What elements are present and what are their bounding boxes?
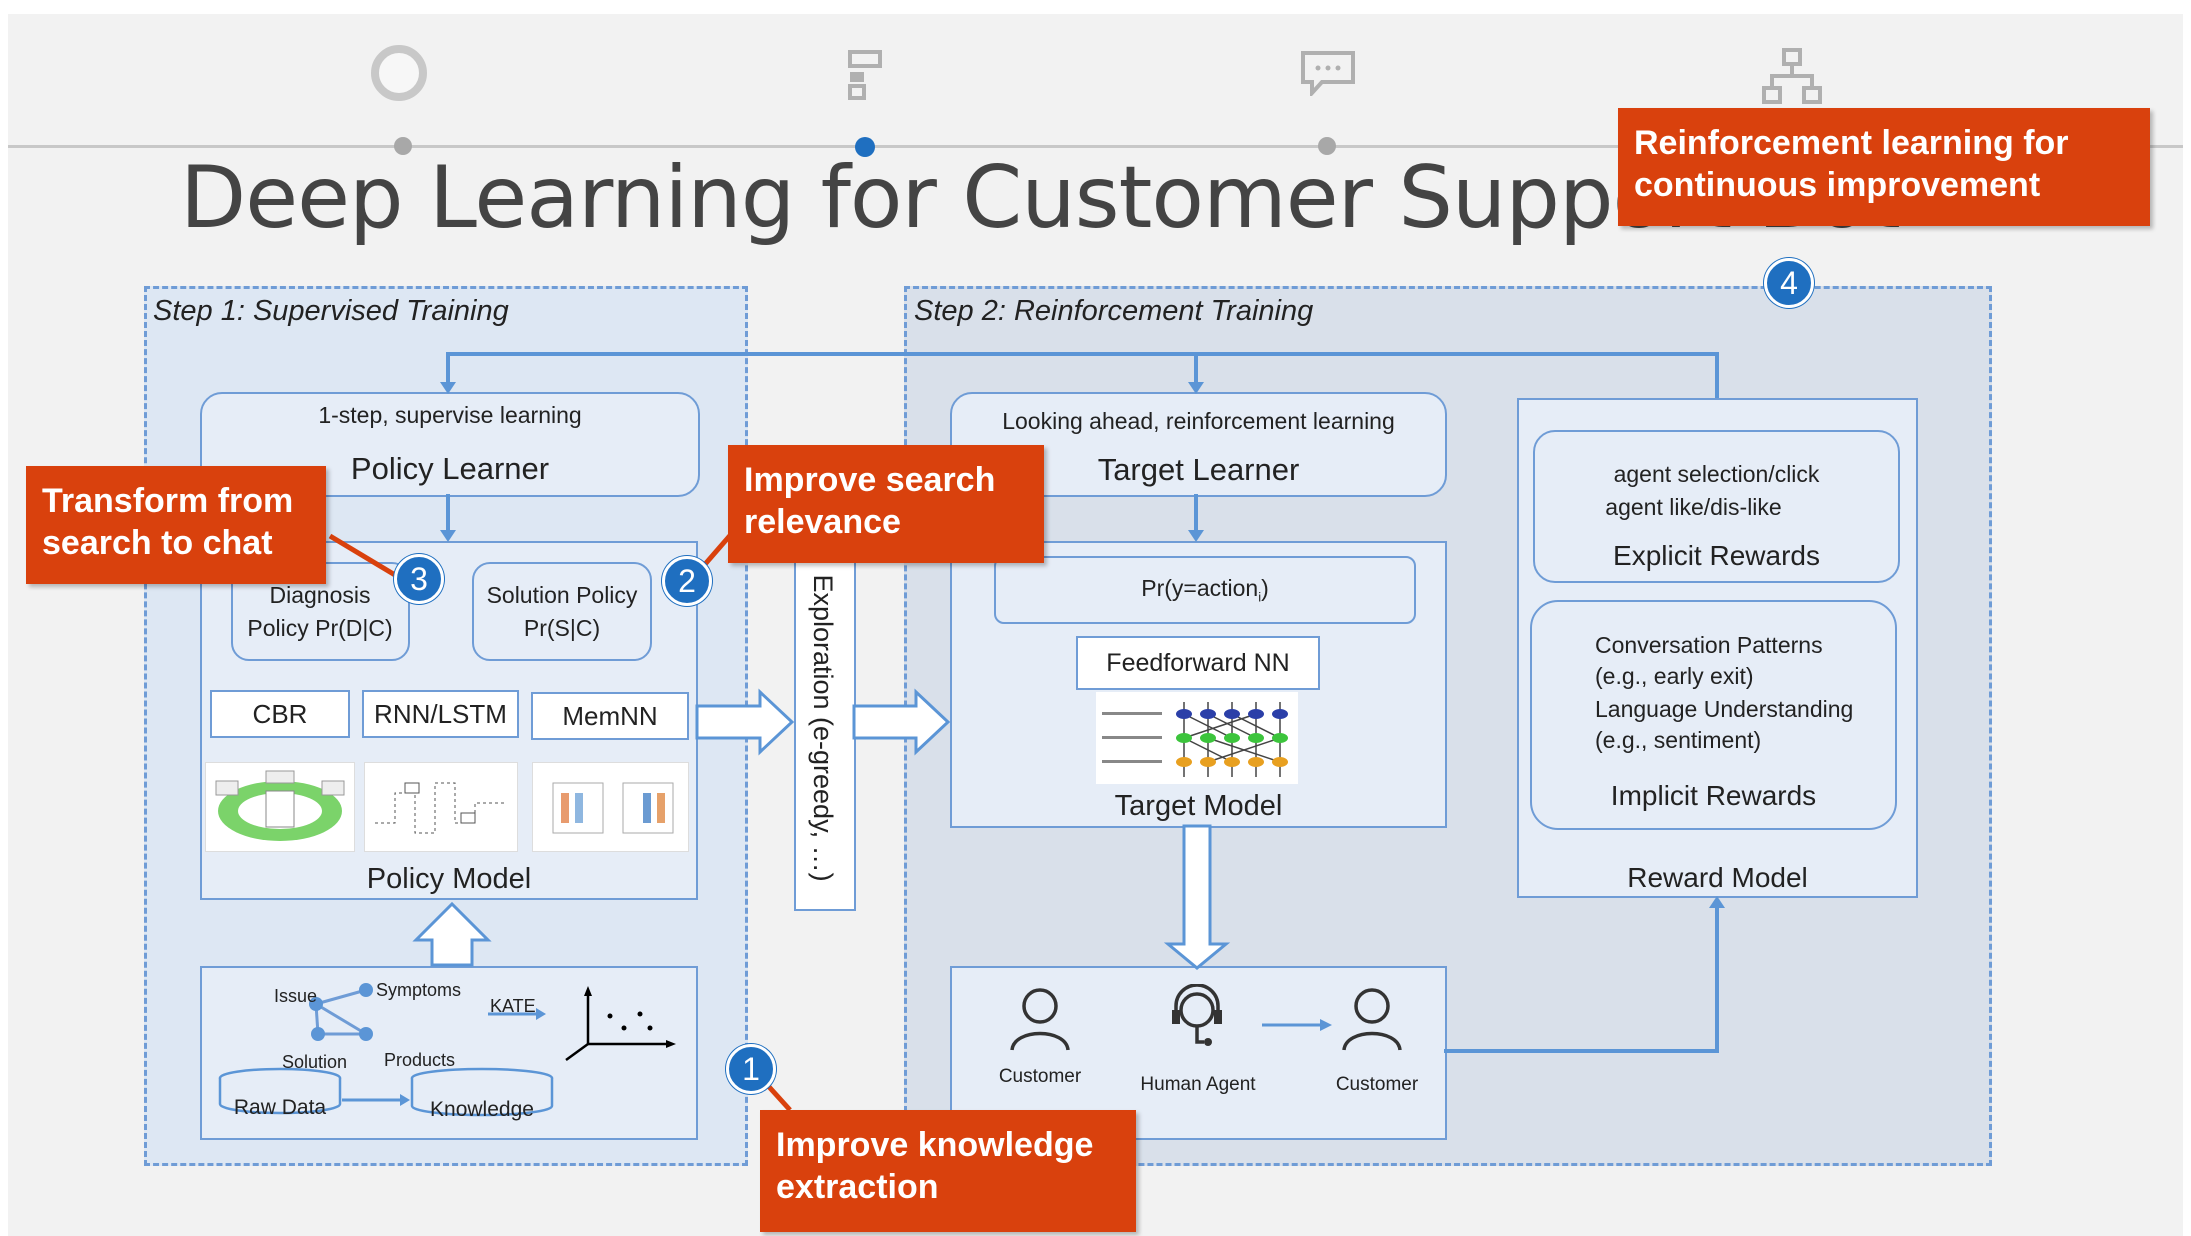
badge-2: 2 [662, 556, 712, 606]
kg-products: Products [384, 1050, 456, 1070]
callout-improve-search-relevance: Improve search relevance [728, 445, 1044, 563]
kg-issue: Issue [274, 986, 318, 1006]
solution-policy-line2: Pr(S|C) [523, 615, 601, 641]
feedforward-nn-label: Feedforward NN [1106, 649, 1290, 677]
explicit-line2: agent like/dis-like [1605, 494, 1782, 520]
implicit-rewards-label: Implicit Rewards [1610, 780, 1817, 811]
model-memnn-label: MemNN [562, 701, 658, 731]
policy-model-label: Policy Model [366, 863, 532, 895]
implicit-line2: (e.g., early exit) [1595, 663, 1754, 689]
explicit-line1: agent selection/click [1613, 461, 1820, 487]
knowledge-graph [218, 983, 676, 1117]
target-learner-title: Target Learner [1097, 452, 1300, 487]
implicit-line3: Language Understanding [1595, 696, 1854, 722]
policy-learner-title: Policy Learner [350, 451, 550, 486]
diagnosis-policy-line2: Policy Pr(D|C) [247, 615, 393, 641]
timeline-dot[interactable] [1318, 137, 1336, 155]
feedforward-nn-box[interactable]: Feedforward NN [1076, 636, 1320, 690]
timeline-dot-active[interactable] [855, 137, 875, 157]
knowledge-label: Knowledge [430, 1098, 534, 1121]
kg-symptoms: Symptoms [376, 980, 462, 1000]
layout-icon[interactable] [848, 50, 884, 100]
human-agent-label: Human Agent [1140, 1074, 1256, 1095]
step1-label: Step 1: Supervised Training [153, 295, 509, 327]
explicit-rewards-label: Explicit Rewards [1613, 540, 1820, 571]
customer-label-1: Customer [998, 1066, 1082, 1087]
implicit-line4: (e.g., sentiment) [1595, 727, 1762, 753]
model-memnn[interactable]: MemNN [531, 692, 689, 740]
pr-action-box[interactable] [994, 556, 1416, 624]
customer-label-2: Customer [1335, 1074, 1419, 1095]
kg-kate: KATE [490, 996, 536, 1016]
diagnosis-policy-line1: Diagnosis [269, 582, 371, 608]
person-icon [1342, 988, 1402, 1051]
circle-icon[interactable] [371, 45, 427, 101]
timeline-line [8, 145, 2183, 148]
kg-solution: Solution [282, 1052, 348, 1072]
headset-icon [1172, 984, 1222, 1046]
slide-title: Deep Learning for Customer Support Bot [180, 148, 1901, 248]
callout-transform-search-to-chat: Transform from search to chat [26, 466, 326, 584]
timeline-dot[interactable] [394, 137, 412, 155]
pr-action-subscript: i [1258, 589, 1262, 605]
pr-action-close: ) [1261, 575, 1269, 601]
model-rnn-lstm[interactable]: RNN/LSTM [362, 690, 519, 738]
callout-improve-knowledge-extraction: Improve knowledge extraction [760, 1110, 1136, 1232]
implicit-rewards-box[interactable] [1530, 600, 1897, 830]
rnn-diagram-thumbnail [364, 762, 518, 852]
neural-net-thumbnail [1096, 692, 1298, 784]
pr-action-label: Pr(y=actioni) [994, 575, 1416, 605]
solution-policy-line1: Solution Policy [486, 582, 638, 608]
step2-label: Step 2: Reinforcement Training [914, 295, 1314, 327]
reward-model-label: Reward Model [1627, 862, 1808, 893]
badge-1: 1 [726, 1044, 776, 1094]
badge-3: 3 [394, 554, 444, 604]
policy-learner-subtitle: 1-step, supervise learning [318, 402, 582, 428]
explicit-rewards-box[interactable] [1533, 430, 1900, 583]
callout-reinforcement-learning: Reinforcement learning for continuous im… [1618, 108, 2150, 226]
chat-icon[interactable] [1300, 50, 1356, 96]
hierarchy-icon[interactable] [1762, 48, 1822, 104]
model-cbr-label: CBR [252, 699, 308, 729]
raw-data-label: Raw Data [233, 1096, 327, 1119]
implicit-line1: Conversation Patterns [1595, 632, 1823, 658]
person-icon [1010, 988, 1070, 1051]
target-model-label: Target Model [1114, 790, 1283, 822]
model-cbr[interactable]: CBR [210, 690, 350, 738]
model-rnn-lstm-label: RNN/LSTM [374, 699, 507, 729]
pr-action-text: Pr(y=action [1141, 575, 1259, 601]
target-learner-subtitle: Looking ahead, reinforcement learning [1002, 408, 1395, 434]
solution-policy-box[interactable] [472, 562, 652, 661]
badge-4: 4 [1764, 258, 1814, 308]
cbr-diagram-thumbnail [205, 762, 355, 852]
memnn-diagram-thumbnail [532, 762, 689, 852]
